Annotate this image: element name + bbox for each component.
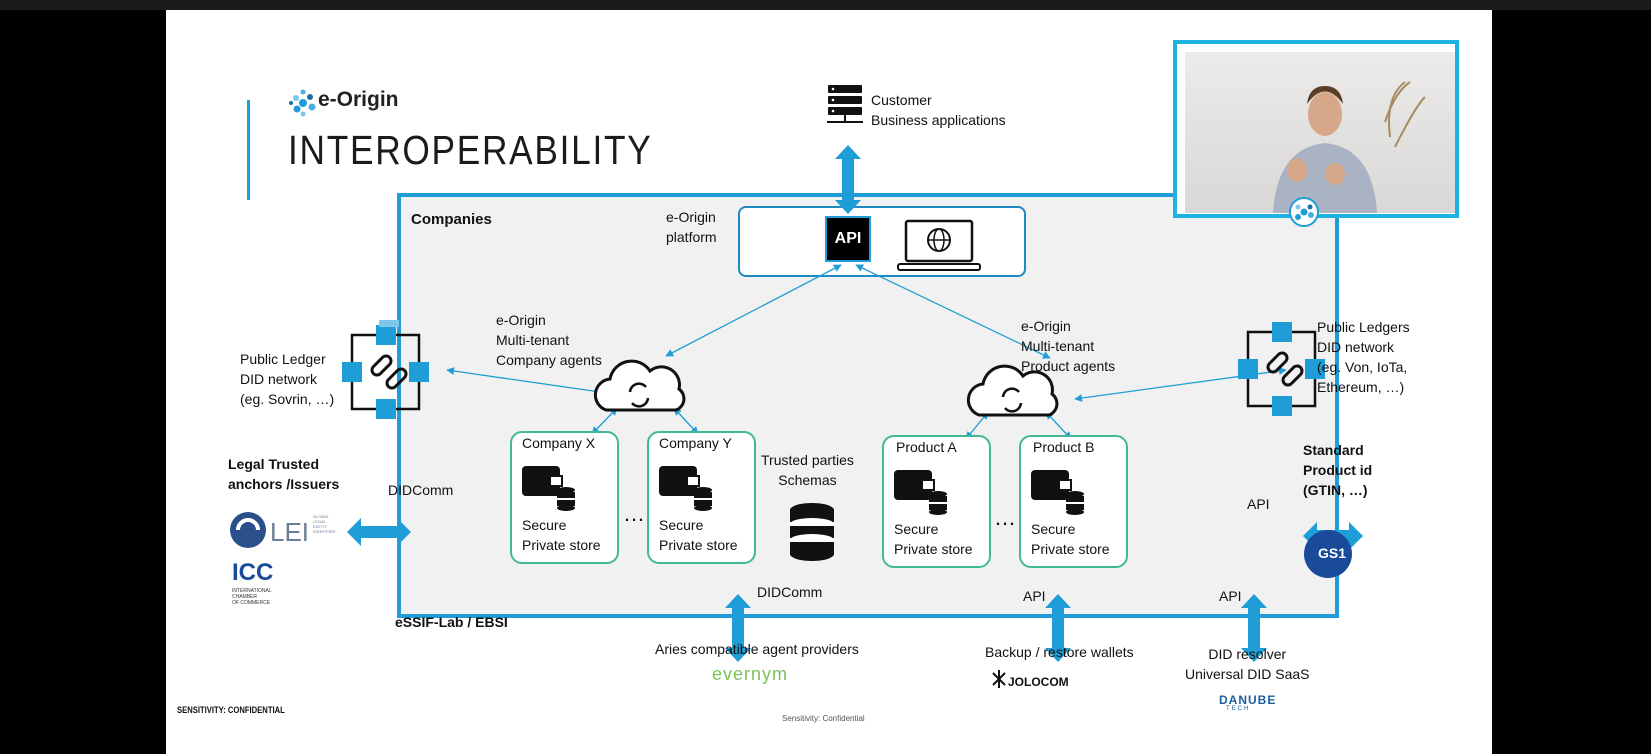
sensitivity-center-label: Sensitivity: Confidential — [782, 714, 865, 723]
api-bottom-1-label: API — [1023, 588, 1046, 604]
jolocom-logo-icon — [992, 670, 1006, 688]
lei-logo-subtext: GLOBAL LEGAL ENTITY IDENTIFIER — [313, 514, 336, 534]
presentation-slide: e-Origin INTEROPERABILITY Customer Busin… — [166, 10, 1492, 754]
card-store-label: Secure Private store — [894, 521, 973, 557]
card-title: Company X — [522, 435, 596, 451]
card-store-label: Secure Private store — [522, 517, 601, 553]
presenter-silhouette-icon — [1273, 81, 1426, 213]
public-ledgers-right-label: Public Ledgers DID network (eg. Von, IoT… — [1317, 319, 1410, 395]
cloud-sync-right-icon — [966, 364, 1059, 417]
ellipsis-companies: … — [623, 501, 645, 526]
slide-title: INTEROPERABILITY — [288, 127, 653, 173]
card-store-label: Secure Private store — [1031, 521, 1110, 557]
wallet-icon — [894, 470, 947, 515]
companies-label: Companies — [411, 211, 492, 228]
card-title: Product A — [896, 439, 957, 455]
blockchain-left-icon — [342, 320, 429, 419]
api-right-label: API — [1247, 496, 1270, 512]
wallet-icon — [522, 466, 575, 511]
card-store-label: Secure Private store — [659, 517, 738, 553]
didcomm-left-label: DIDComm — [388, 482, 454, 498]
ellipsis-products: … — [994, 505, 1016, 530]
danube-logo-subtext: TECH — [1226, 706, 1251, 712]
database-icon — [790, 503, 834, 561]
presenter-badge-icon — [1289, 197, 1319, 227]
product-agents-label: e-Origin Multi-tenant Product agents — [1021, 318, 1116, 374]
gs1-logo-icon — [1304, 530, 1352, 578]
gs1-logo-text: GS1 — [1318, 545, 1347, 561]
connector-overlay — [342, 145, 1363, 662]
product-a-card: Product A Secure Private store — [882, 435, 991, 568]
presenter-video-feed — [1185, 52, 1455, 213]
icc-logo-text: ICC — [232, 559, 274, 586]
customer-label: Customer Business applications — [871, 92, 1006, 128]
card-title: Company Y — [659, 435, 732, 451]
aries-label: Aries compatible agent providers — [655, 641, 859, 657]
trusted-parties-label: Trusted parties Schemas — [761, 452, 854, 488]
lei-logo-text: LEI — [270, 517, 310, 547]
backup-label: Backup / restore wallets — [985, 644, 1134, 660]
wallet-icon — [659, 466, 712, 511]
presenter-video-tile[interactable] — [1173, 40, 1459, 218]
cloud-sync-left-icon — [593, 359, 686, 412]
public-ledger-left-label: Public Ledger DID network (eg. Sovrin, …… — [240, 351, 335, 407]
wallet-icon — [1031, 470, 1084, 515]
danube-logo-text: DANUBE — [1219, 693, 1277, 707]
essif-ebsi-label: eSSIF-Lab / EBSI — [395, 614, 508, 630]
api-box: API — [825, 216, 871, 262]
icc-logo-subtext: INTERNATIONAL CHAMBER OF COMMERCE — [232, 588, 272, 606]
api-bottom-2-label: API — [1219, 588, 1242, 604]
legal-trusted-label: Legal Trusted anchors /Issuers — [228, 456, 340, 492]
platform-label: e-Origin platform — [666, 209, 717, 245]
didcomm-bottom-label: DIDComm — [757, 584, 823, 600]
card-title: Product B — [1033, 439, 1095, 455]
company-agents-label: e-Origin Multi-tenant Company agents — [496, 312, 602, 368]
title-accent-bar — [247, 100, 250, 200]
evernym-logo-text: evernym — [712, 664, 789, 684]
brand-name: e-Origin — [318, 88, 399, 111]
window-top-bar — [0, 0, 1651, 10]
jolocom-logo-text: JOLOCOM — [1008, 675, 1069, 689]
standard-product-label: Standard Product id (GTIN, …) — [1303, 442, 1373, 498]
blockchain-right-icon — [1238, 322, 1325, 416]
e-origin-logo-icon — [289, 89, 316, 117]
did-resolver-label: DID resolver Universal DID SaaS — [1185, 646, 1310, 682]
sensitivity-left-label: SENSITIVITY: CONFIDENTIAL — [177, 705, 285, 715]
lei-logo-icon — [230, 512, 266, 548]
server-icon — [827, 85, 863, 123]
